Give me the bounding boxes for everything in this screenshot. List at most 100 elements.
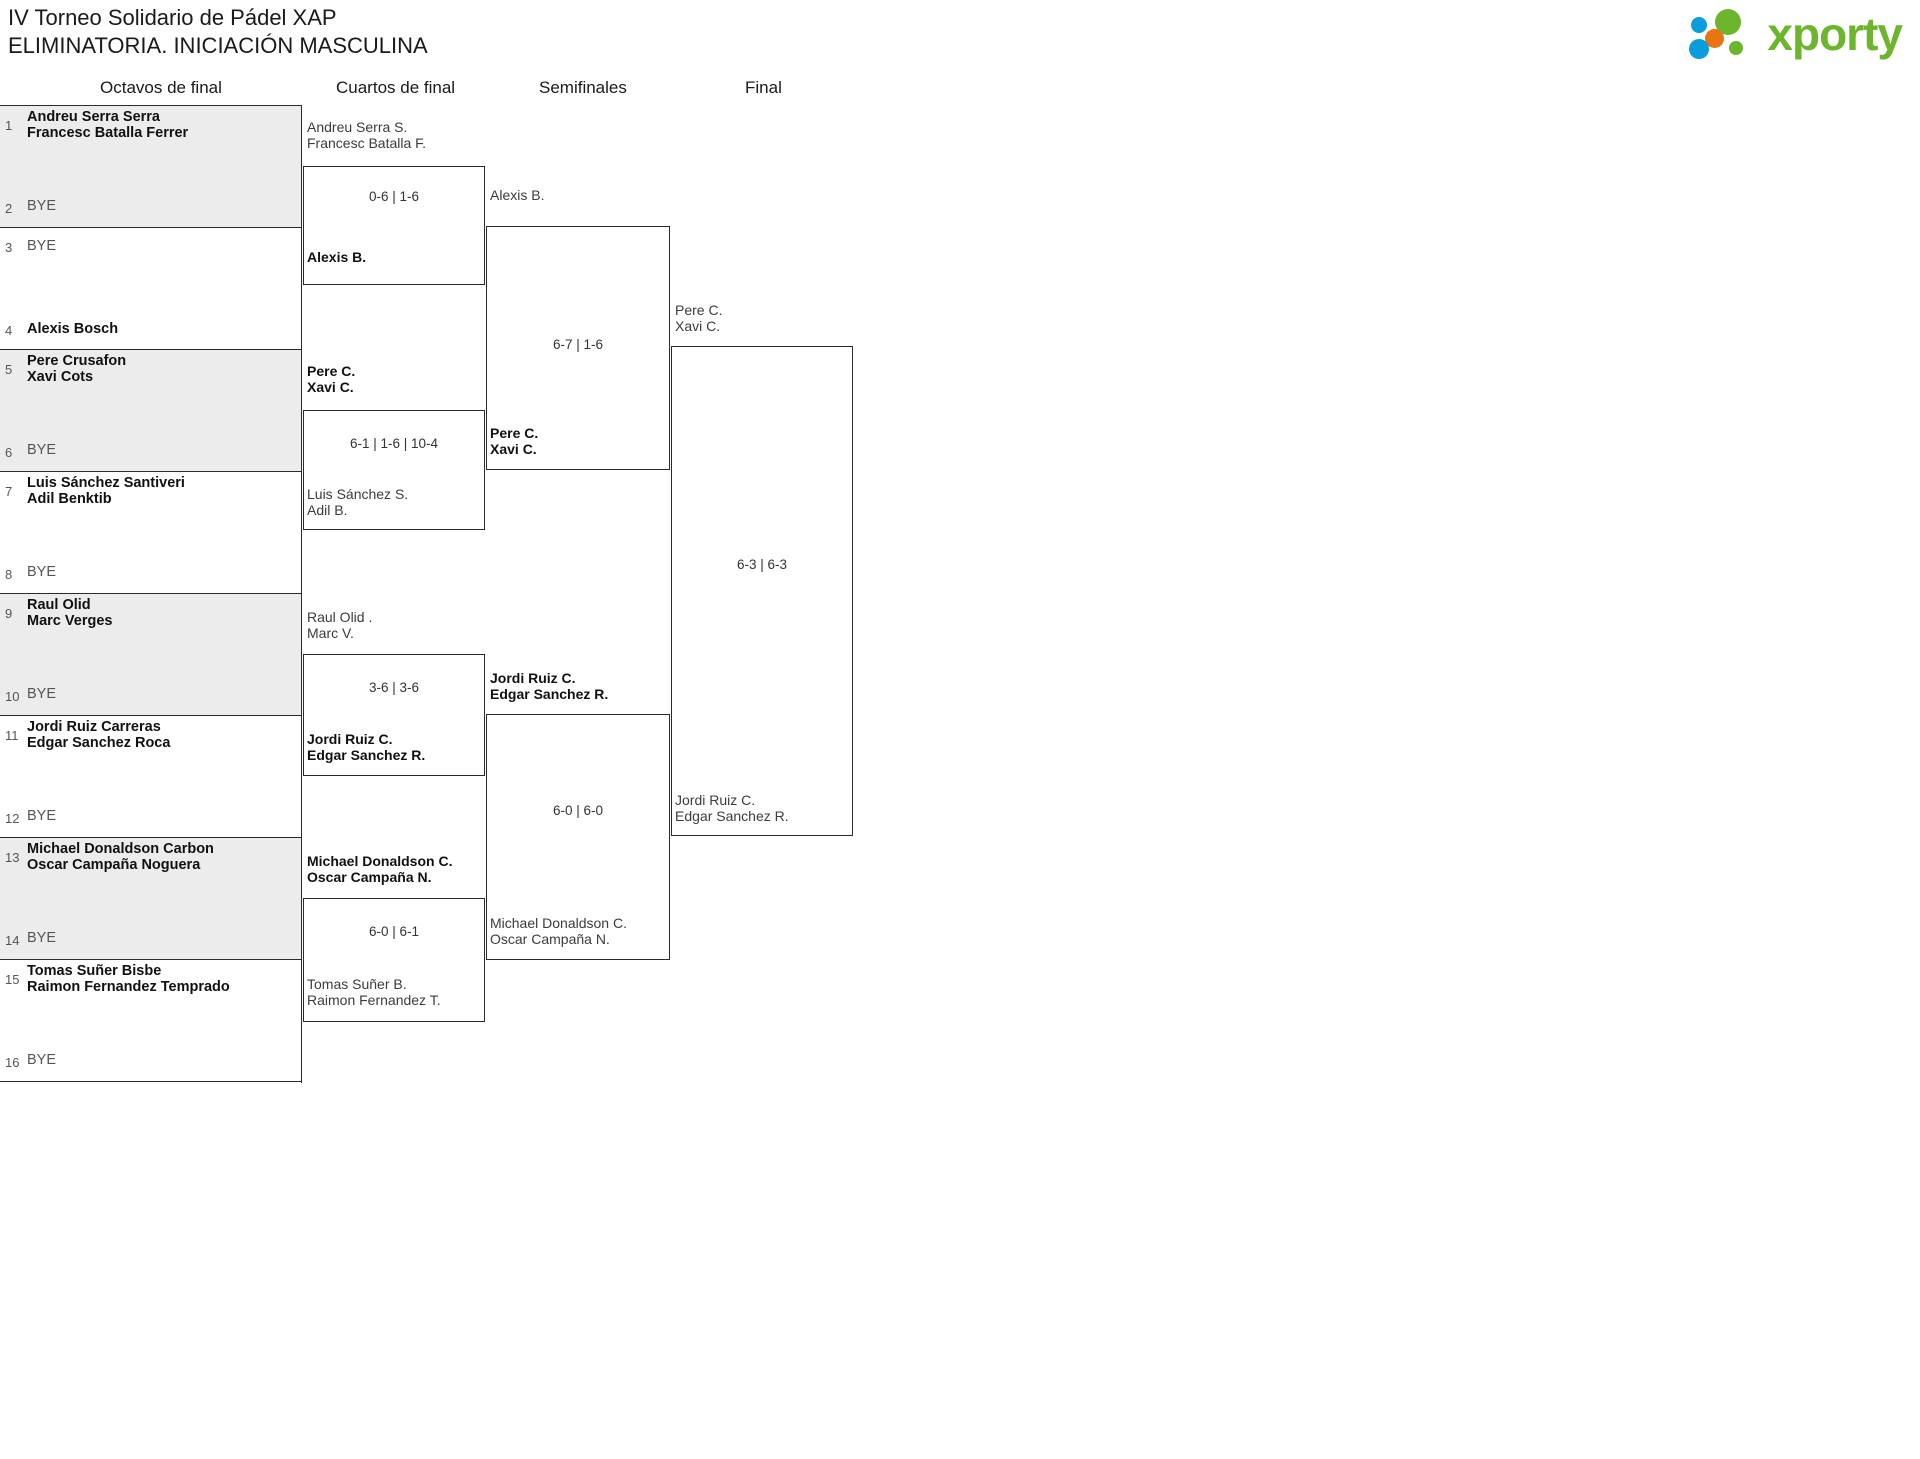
r16-seed-16: 16 [5,1055,20,1070]
qf-match-box-3[interactable]: 3-6 | 3-6 [303,654,485,776]
r16-name-line: Pere Crusafon [27,353,127,369]
r16-seed-3: 3 [5,240,13,255]
qf-score-3: 3-6 | 3-6 [368,680,420,695]
r16-name-line: Xavi Cots [27,368,94,385]
r16-slot-9[interactable]: 9 Raul Olid Marc Verges [0,593,302,654]
r16-slot-12[interactable]: 12 BYE [0,776,302,837]
r16-names-16: BYE [27,1052,296,1069]
r16-slot-6[interactable]: 6 BYE [0,410,302,471]
r16-names-15: Tomas Suñer Bisbe Raimon Fernandez Tempr… [27,963,296,995]
r16-seed-1: 1 [5,118,13,133]
r16-names-11: Jordi Ruiz Carreras Edgar Sanchez Roca [27,719,296,751]
competitor-line: Jordi Ruiz C. [675,792,756,808]
sf-competitor-1-top: Alexis B. [490,187,544,204]
qf-competitor-4-bottom: Tomas Suñer B. Raimon Fernandez T. [307,976,441,1008]
r16-name-line: BYE [27,686,57,702]
r16-names-6: BYE [27,442,296,459]
r16-slot-2[interactable]: 2 BYE [0,166,302,227]
final-match-box[interactable]: 6-3 | 6-3 [671,346,853,836]
tournament-title-block: IV Torneo Solidario de Pádel XAP ELIMINA… [8,4,428,60]
sf-match-box-2[interactable]: 6-0 | 6-0 [486,714,670,960]
r16-seed-11: 11 [5,728,19,743]
r16-name-line: BYE [27,1052,57,1068]
r16-seed-8: 8 [5,567,13,582]
final-score: 6-3 | 6-3 [736,557,788,572]
r16-slot-3[interactable]: 3 BYE [0,227,302,288]
r16-names-1: Andreu Serra Serra Francesc Batalla Ferr… [27,109,296,141]
competitor-line: Raimon Fernandez T. [307,991,441,1008]
r16-names-3: BYE [27,238,296,255]
competitor-line: Xavi C. [675,317,721,334]
r16-slot-4[interactable]: 4 Alexis Bosch [0,288,302,349]
r16-slot-16[interactable]: 16 BYE [0,1020,302,1082]
sf-competitor-1-bottom: Pere C. Xavi C. [490,425,539,457]
r16-slot-15[interactable]: 15 Tomas Suñer Bisbe Raimon Fernandez Te… [0,959,302,1020]
r16-names-9: Raul Olid Marc Verges [27,597,296,629]
competitor-line: Jordi Ruiz C. [307,731,393,747]
r16-slot-13[interactable]: 13 Michael Donaldson Carbon Oscar Campañ… [0,837,302,898]
r16-seed-5: 5 [5,362,13,377]
r16-name-line: Oscar Campaña Noguera [27,856,201,873]
r16-name-line: BYE [27,808,57,824]
competitor-line: Raul Olid . [307,609,373,625]
qf-competitor-1-top: Andreu Serra S. Francesc Batalla F. [307,119,426,151]
r16-name-line: Tomas Suñer Bisbe [27,963,162,979]
r16-name-line: Michael Donaldson Carbon [27,841,214,857]
qf-score-2: 6-1 | 1-6 | 10-4 [349,436,439,451]
r16-name-line: BYE [27,930,57,946]
xporty-logo: xporty [1689,8,1903,60]
qf-match-box-4[interactable]: 6-0 | 6-1 [303,898,485,1022]
r16-seed-13: 13 [5,850,20,865]
r16-name-line: Francesc Batalla Ferrer [27,124,189,141]
qf-competitor-3-top: Raul Olid . Marc V. [307,609,373,641]
logo-dot-blue-top [1691,17,1708,33]
r16-seed-10: 10 [5,689,20,704]
sf-competitor-2-bottom: Michael Donaldson C. Oscar Campaña N. [490,915,627,947]
r16-slot-8[interactable]: 8 BYE [0,532,302,593]
r16-slot-7[interactable]: 7 Luis Sánchez Santiveri Adil Benktib [0,471,302,532]
competitor-line: Andreu Serra S. [307,119,408,135]
r16-slot-11[interactable]: 11 Jordi Ruiz Carreras Edgar Sanchez Roc… [0,715,302,776]
sf-score-2: 6-0 | 6-0 [552,803,604,818]
r16-name-line: Edgar Sanchez Roca [27,734,171,751]
r16-seed-2: 2 [5,201,13,216]
competitor-line: Edgar Sanchez R. [675,807,789,824]
qf-match-box-1[interactable]: 0-6 | 1-6 [303,166,485,285]
round-header-semifinales: Semifinales [539,78,627,97]
competitor-line: Adil B. [307,501,348,518]
final-competitor-bottom: Jordi Ruiz C. Edgar Sanchez R. [675,792,789,824]
competitor-line: Pere C. [490,425,539,441]
logo-dot-green-small [1729,41,1744,55]
r16-slot-14[interactable]: 14 BYE [0,898,302,959]
r16-name-line: Marc Verges [27,612,113,629]
competitor-line: Michael Donaldson C. [307,853,453,869]
r16-names-4: Alexis Bosch [27,321,296,338]
r16-names-7: Luis Sánchez Santiveri Adil Benktib [27,475,296,507]
r16-slot-5[interactable]: 5 Pere Crusafon Xavi Cots [0,349,302,410]
r16-name-line: BYE [27,564,57,580]
competitor-line: Edgar Sanchez R. [490,685,609,702]
round-header-cuartos: Cuartos de final [336,78,456,97]
sf-match-box-1[interactable]: 6-7 | 1-6 [486,226,670,470]
r16-names-5: Pere Crusafon Xavi Cots [27,353,296,385]
qf-match-box-2[interactable]: 6-1 | 1-6 | 10-4 [303,410,485,530]
logo-wordmark: xporty [1767,8,1903,60]
r16-name-line: BYE [27,198,57,214]
final-competitor-top: Pere C. Xavi C. [675,302,722,334]
r16-seed-14: 14 [5,933,20,948]
tournament-subtitle: ELIMINATORIA. INICIACIÓN MASCULINA [8,33,428,58]
competitor-line: Tomas Suñer B. [307,976,407,992]
tournament-name: IV Torneo Solidario de Pádel XAP [8,5,337,30]
r16-slot-10[interactable]: 10 BYE [0,654,302,715]
qf-competitor-2-bottom: Luis Sánchez S. Adil B. [307,486,408,518]
round-header-final: Final [745,78,782,97]
r16-names-2: BYE [27,198,296,215]
qf-competitor-3-bottom: Jordi Ruiz C. Edgar Sanchez R. [307,731,425,763]
r16-slot-1[interactable]: 1 Andreu Serra Serra Francesc Batalla Fe… [0,105,302,166]
qf-competitor-2-top: Pere C. Xavi C. [307,363,355,395]
r16-names-12: BYE [27,808,296,825]
r16-names-14: BYE [27,930,296,947]
qf-score-4: 6-0 | 6-1 [368,924,420,939]
